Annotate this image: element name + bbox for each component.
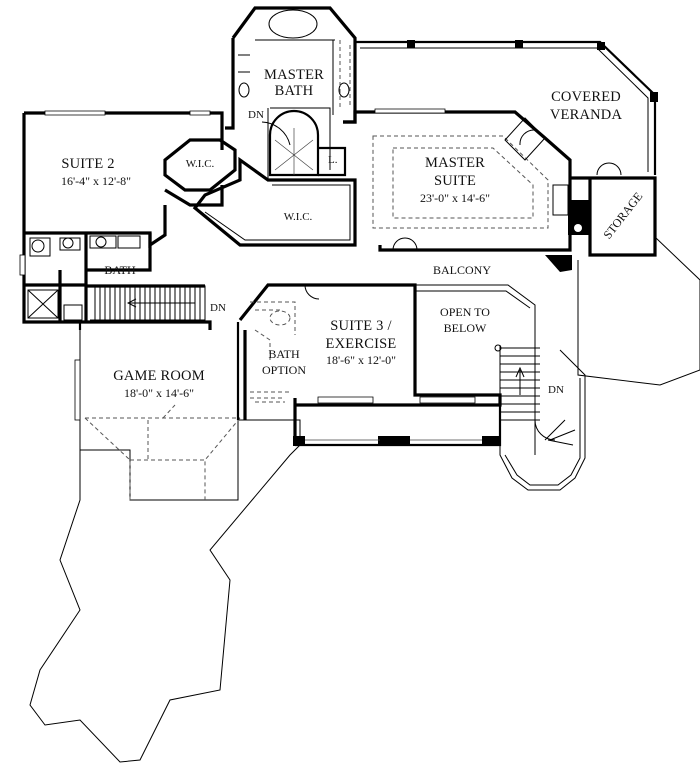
- storage-door: [596, 162, 622, 176]
- wic-left-label: W.I.C.: [186, 158, 215, 170]
- stair-left-arrow: [126, 298, 195, 308]
- suite3-door: [304, 284, 320, 300]
- suite3-dims: 18'-6" x 12'-0": [326, 353, 396, 367]
- master-bath-label-2: BATH: [275, 83, 314, 99]
- sink-left-2: [95, 236, 107, 248]
- shower: [268, 109, 320, 177]
- wic-center-walls: [192, 156, 357, 247]
- veranda-doors: [504, 117, 546, 161]
- shower-door-arc: [261, 121, 291, 146]
- bath-option-label-1: BATH: [268, 347, 300, 361]
- storage-label: STORAGE: [600, 190, 645, 242]
- suite3-window-1: [317, 396, 374, 404]
- suite2-windows: [44, 110, 211, 116]
- stair-up-arrow: [515, 366, 525, 395]
- dn-stair-label: DN: [210, 302, 226, 314]
- suite3-label-1: SUITE 3 /: [330, 318, 392, 334]
- veranda-label-1: COVERED: [551, 89, 621, 105]
- suite2-dims: 16'-4" x 12'-8": [61, 174, 131, 188]
- game-room-label: GAME ROOM: [113, 368, 205, 384]
- master-bath-dashed: [339, 40, 351, 108]
- wic-center-inner: [204, 184, 351, 241]
- open-to-below-2: BELOW: [444, 321, 487, 335]
- bath-label: BATH: [104, 263, 136, 277]
- open-to-below-1: OPEN TO: [440, 305, 490, 319]
- suite2-side-window: [19, 254, 26, 276]
- master-bath-label-1: MASTER: [264, 67, 324, 83]
- balcony-rail-2: [415, 290, 531, 309]
- master-suite-window: [374, 108, 446, 114]
- chimney-flue: [574, 224, 582, 232]
- bath-option-label-2: OPTION: [262, 363, 306, 377]
- bath-option-dashed: [250, 301, 296, 403]
- stair-tower-outer: [499, 349, 586, 491]
- bathtub: [268, 9, 318, 39]
- game-room-ceiling: [84, 404, 241, 500]
- bath-left-walls: [24, 231, 152, 322]
- wic-center-label: W.I.C.: [284, 211, 313, 223]
- balcony-label: BALCONY: [433, 263, 491, 277]
- linen-label: L.: [328, 154, 338, 166]
- dn-spiral-label: DN: [548, 384, 564, 396]
- sink-left: [62, 237, 74, 249]
- game-room-window: [74, 359, 81, 421]
- master-suite-doors: [392, 237, 418, 251]
- game-room-walls: [78, 322, 240, 420]
- roof-outline-right: [577, 237, 700, 386]
- stair-tower-inner: [504, 378, 581, 486]
- sink-master-1: [238, 82, 250, 98]
- veranda-label-2: VERANDA: [550, 107, 623, 123]
- wic-left-walls: [163, 138, 237, 192]
- suite2-label: SUITE 2: [61, 156, 114, 172]
- master-suite-ceiling: [372, 135, 549, 229]
- shower-grid: [274, 128, 314, 175]
- lower-post-1: [293, 436, 305, 446]
- lower-post-2: [378, 436, 410, 446]
- veranda-window: [360, 47, 649, 172]
- bath-fixtures: [27, 235, 141, 321]
- linen-walls: [318, 146, 347, 177]
- master-suite-label-1: MASTER: [425, 155, 485, 171]
- dn-bath-label: DN: [248, 109, 264, 121]
- balcony-corner: [545, 255, 572, 272]
- veranda-wall: [355, 40, 657, 175]
- lower-post-3: [482, 436, 500, 446]
- stair-left-wall: [86, 284, 212, 330]
- veranda-post-2: [515, 40, 523, 48]
- master-bath-fixtures: [238, 39, 335, 180]
- suite3-label-2: EXERCISE: [326, 336, 397, 352]
- suite2-walls: [22, 111, 224, 324]
- master-suite-label-2: SUITE: [434, 173, 476, 189]
- fireplace: [552, 184, 569, 216]
- roof-outline-lower: [29, 330, 301, 763]
- bath-option-fixture: [269, 310, 291, 326]
- master-suite-dims: 23'-0" x 14'-6": [420, 191, 490, 205]
- suite3-window-2: [419, 396, 476, 404]
- game-room-dims: 18'-0" x 14'-6": [124, 386, 194, 400]
- chimney: [568, 200, 590, 235]
- stair-newel: [494, 344, 502, 352]
- veranda-post-1: [407, 40, 415, 48]
- sink-master-2: [338, 82, 350, 98]
- toilet-left: [31, 239, 45, 253]
- veranda-post-4: [650, 92, 658, 102]
- veranda-post-3: [597, 42, 605, 50]
